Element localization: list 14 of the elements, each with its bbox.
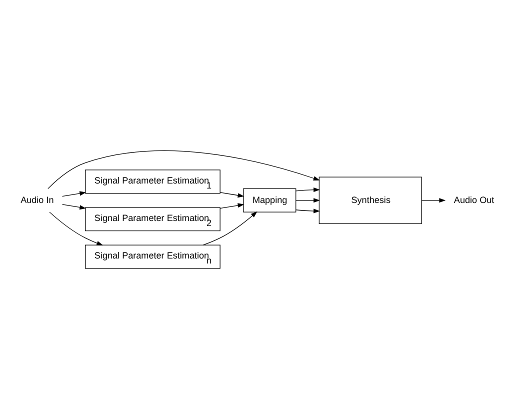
arrow	[220, 192, 244, 198]
arrow	[49, 211, 104, 245]
arrow	[62, 190, 86, 196]
arrow	[220, 202, 244, 208]
arrow	[296, 208, 320, 213]
node-box: Mapping	[243, 188, 296, 212]
arrow	[48, 150, 320, 189]
arrow	[421, 198, 446, 202]
node-box: Synthesis	[318, 176, 422, 224]
arrow	[296, 187, 320, 192]
node-text: Audio In	[20, 194, 54, 204]
arrow	[296, 198, 320, 202]
node-text: Audio Out	[454, 194, 494, 204]
arrow	[62, 204, 86, 210]
